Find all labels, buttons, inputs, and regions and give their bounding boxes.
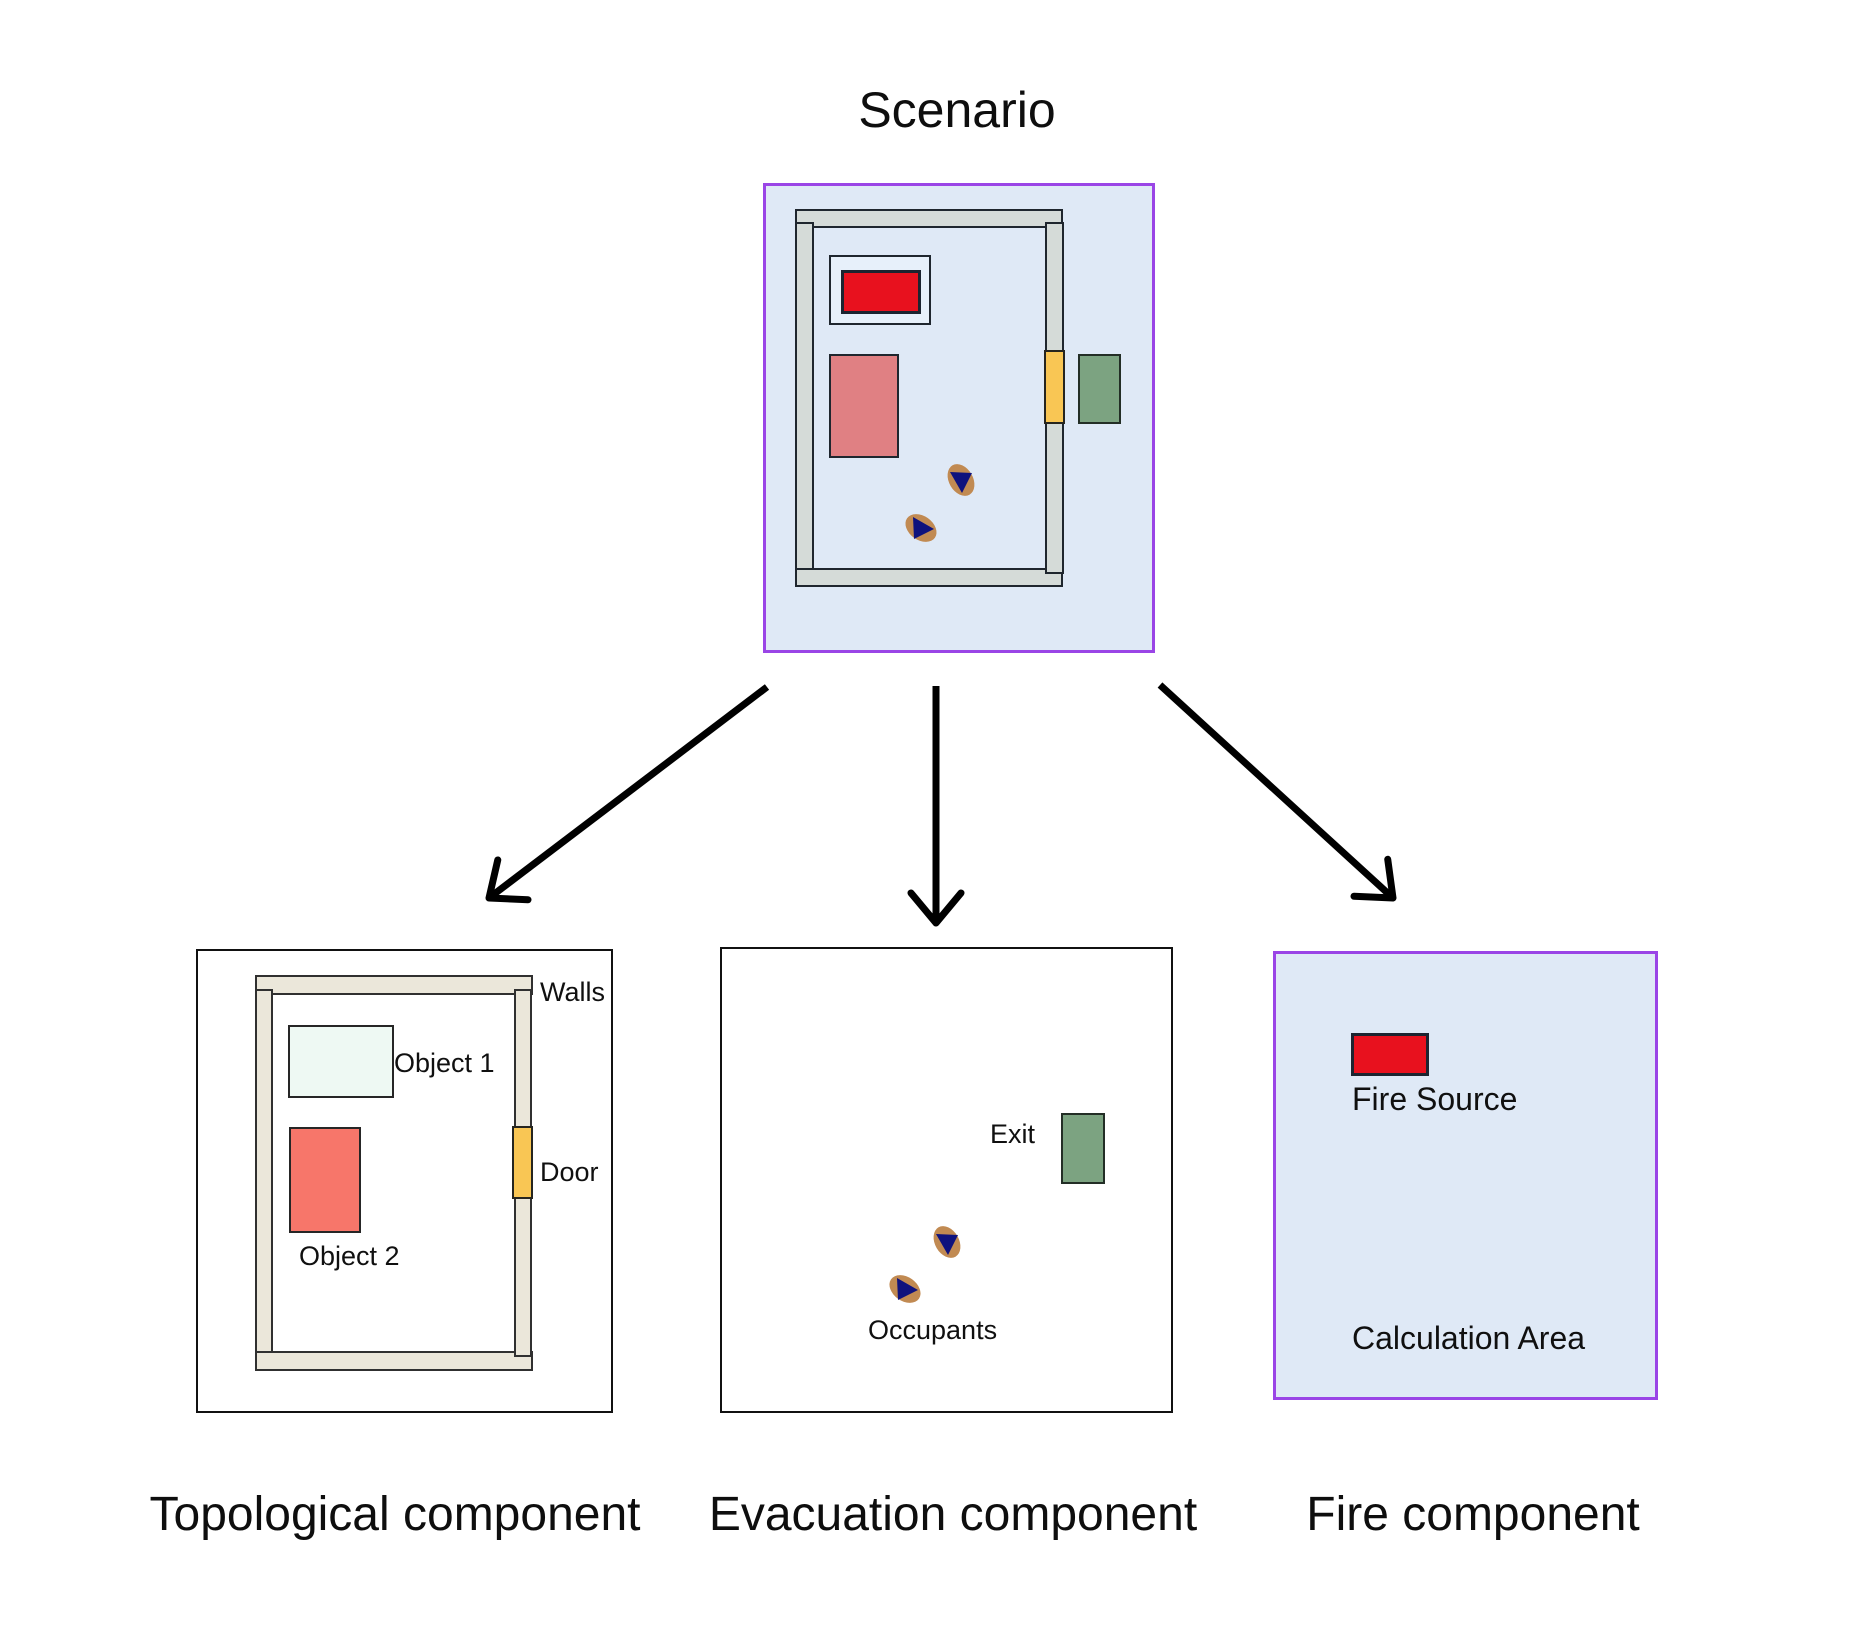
arrow-to-fire	[1157, 682, 1397, 902]
object2-label: Object 2	[299, 1241, 400, 1271]
fire-caption: Fire component	[1306, 1488, 1640, 1541]
scenario-wall-top	[795, 209, 1063, 228]
scenario-wall-bottom	[795, 568, 1063, 587]
door-label: Door	[540, 1157, 599, 1187]
scenario-wall-right-lower	[1045, 418, 1064, 574]
scenario-fire-source	[841, 270, 921, 314]
scenario-door	[1044, 350, 1065, 424]
arrow-to-topological	[485, 684, 770, 904]
topo-wall-left	[255, 989, 273, 1371]
topo-object2	[289, 1127, 361, 1233]
topo-wall-bottom	[255, 1351, 533, 1371]
topological-caption: Topological component	[149, 1488, 641, 1541]
occupant-icon	[905, 514, 937, 542]
walls-label: Walls	[540, 977, 605, 1007]
scenario-object2	[829, 354, 899, 458]
occupant-icon	[933, 1226, 961, 1258]
topological-panel: Walls Object 1 Object 2 Door	[196, 949, 613, 1413]
scenario-wall-left	[795, 222, 814, 576]
exit-label: Exit	[990, 1119, 1036, 1149]
scenario-exit	[1078, 354, 1121, 424]
topo-wall-top	[255, 975, 533, 995]
topo-door	[512, 1126, 533, 1199]
topo-object1	[288, 1025, 394, 1098]
fire-source-rect	[1351, 1033, 1429, 1076]
fire-panel: Fire Source Calculation Area	[1273, 951, 1658, 1400]
calculation-area-label: Calculation Area	[1352, 1320, 1586, 1356]
evac-exit	[1061, 1113, 1105, 1184]
topo-wall-right-upper	[514, 989, 532, 1130]
scenario-panel	[763, 183, 1155, 653]
occupants-label: Occupants	[868, 1315, 998, 1345]
object1-label: Object 1	[394, 1048, 495, 1078]
topo-wall-right-lower	[514, 1193, 532, 1357]
occupant-icon	[947, 464, 975, 496]
scenario-wall-right-upper	[1045, 222, 1064, 356]
occupant-icon	[889, 1275, 921, 1303]
evacuation-panel: Exit Occupants	[720, 947, 1173, 1413]
evacuation-caption: Evacuation component	[708, 1488, 1198, 1541]
fire-source-label: Fire Source	[1352, 1081, 1518, 1117]
diagram-title: Scenario	[858, 82, 1056, 138]
